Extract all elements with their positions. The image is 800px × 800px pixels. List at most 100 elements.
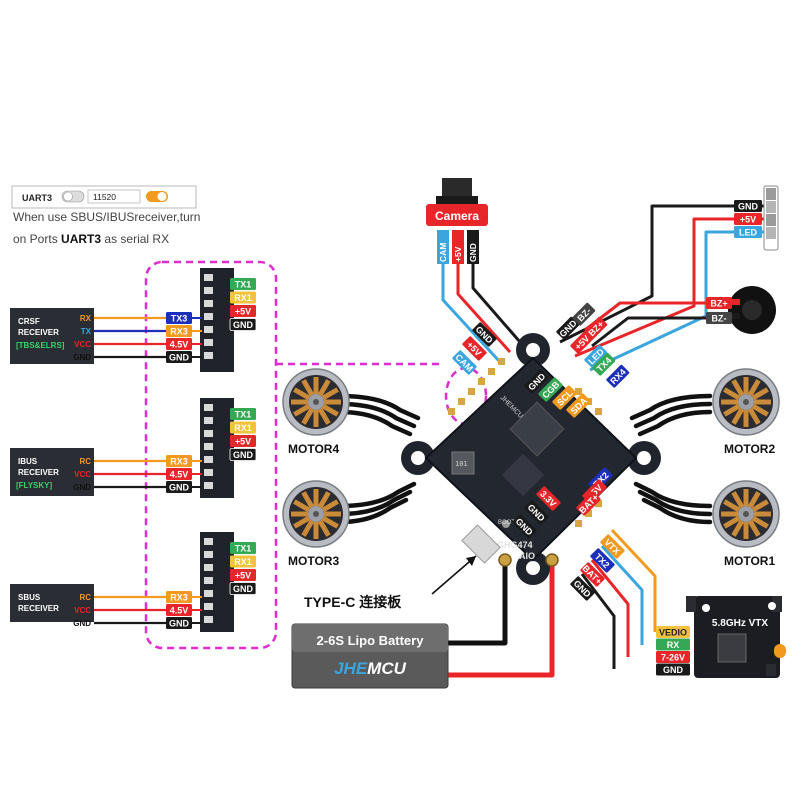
svg-text:VEDIO: VEDIO	[659, 628, 687, 638]
svg-text:+5V: +5V	[235, 307, 251, 317]
svg-text:GND: GND	[169, 353, 190, 363]
battery-wires	[448, 560, 555, 678]
connector-pad-rx1: RX1	[230, 421, 256, 434]
ibus-pad-gnd: GND	[166, 481, 192, 493]
uart-port-label: UART3	[22, 193, 52, 203]
buzzer-pin-minus: BZ-	[706, 312, 732, 324]
led-pin-gnd: GND	[734, 200, 762, 212]
ibus-pin-rc: RC	[79, 457, 91, 466]
svg-text:CAM: CAM	[438, 243, 448, 262]
ibus-title: IBUS	[18, 457, 38, 466]
motor2	[712, 368, 780, 436]
motor3	[282, 480, 350, 548]
crsf-pad-tx3: TX3	[166, 312, 192, 324]
lipo-battery: 2-6S Lipo Battery JHEMCU	[291, 623, 449, 689]
connector-pad-gnd: GND	[229, 448, 257, 461]
sbus-pin-gnd: GND	[73, 619, 91, 628]
vtx-title: 5.8GHz VTX	[712, 618, 768, 629]
uart-note-line2: on Ports UART3 as serial RX	[13, 232, 169, 246]
board-rx4: RX4	[606, 364, 630, 388]
connector-pad-plus5v: +5V	[230, 435, 256, 447]
crsf-pad-rx3: RX3	[166, 325, 192, 337]
led-strip	[763, 185, 779, 251]
svg-text:GND: GND	[738, 202, 759, 212]
vtx-pin-726v: 7-26V	[656, 651, 690, 663]
connector-pad-tx1: TX1	[230, 278, 256, 290]
ibus-pad-45v: 4.5V	[166, 468, 192, 480]
svg-text:BZ+: BZ+	[710, 299, 727, 309]
baud-rate-value: 11520	[93, 192, 116, 202]
connector-pad-gnd: GND	[229, 582, 257, 595]
vtx-pin-vedio: VEDIO	[656, 626, 690, 638]
uart3-settings-panel: UART3 11520 When use SBUS/IBUSreceiver,t…	[11, 185, 200, 246]
led-pin-plus5v: +5V	[734, 213, 762, 225]
svg-text:GND: GND	[233, 584, 254, 594]
battery-brand: JHEMCU	[334, 659, 407, 678]
sbus-pin-vcc: VCC	[74, 606, 91, 615]
battery-title: 2-6S Lipo Battery	[317, 633, 425, 648]
svg-text:+5V: +5V	[235, 437, 251, 447]
motor4	[282, 368, 350, 436]
ibus-protocol: [FLYSKY]	[16, 481, 52, 490]
uart-note-line1: When use SBUS/IBUSreceiver,turn	[13, 210, 200, 224]
connector-pad-rx1: RX1	[230, 555, 256, 568]
camera-module: Camera	[426, 178, 488, 226]
uart3-toggle-off[interactable]	[61, 190, 85, 203]
svg-text:4.5V: 4.5V	[170, 340, 189, 350]
svg-text:RX3: RX3	[170, 593, 188, 603]
crsf-pin-rx: RX	[80, 314, 92, 323]
svg-text:RX3: RX3	[170, 457, 188, 467]
crsf-pin-tx: TX	[81, 327, 92, 336]
connector-pad-plus5v: +5V	[230, 569, 256, 581]
motors-group	[282, 368, 780, 548]
svg-text:TX1: TX1	[235, 280, 252, 290]
crsf-pin-gnd: GND	[73, 353, 91, 362]
connector-pad-rx1: RX1	[230, 291, 256, 304]
svg-text:+5V: +5V	[740, 215, 756, 225]
svg-text:GND: GND	[663, 665, 684, 675]
buzzer-pin-plus: BZ+	[706, 297, 732, 309]
board-model: GHG474	[497, 540, 533, 550]
crsf-pin-vcc: VCC	[74, 340, 91, 349]
svg-text:GND: GND	[233, 320, 254, 330]
sbus-title: SBUS	[18, 593, 41, 602]
camera-label: Camera	[435, 209, 479, 223]
motor1-label: MOTOR1	[724, 554, 775, 568]
boot-label: BOOT	[498, 520, 515, 526]
connector-pad-plus5v: +5V	[230, 305, 256, 317]
board-model-line2: AIO	[519, 551, 535, 561]
svg-text:RX1: RX1	[234, 293, 252, 303]
serial-rx-toggle-on[interactable]	[146, 191, 168, 202]
svg-text:TX1: TX1	[235, 544, 252, 554]
svg-text:GND: GND	[169, 619, 190, 629]
ibus-pin-vcc: VCC	[74, 470, 91, 479]
sbus-pad-rx3: RX3	[166, 591, 192, 603]
svg-text:GND: GND	[468, 243, 478, 262]
usb-c-connector	[461, 524, 501, 564]
svg-text:RX1: RX1	[234, 557, 252, 567]
svg-text:+5V: +5V	[235, 571, 251, 581]
svg-text:GND: GND	[233, 450, 254, 460]
connector-pad-tx1: TX1	[230, 542, 256, 554]
baud-rate-field[interactable]: 11520	[87, 189, 141, 204]
connector-pad-gnd: GND	[229, 318, 257, 331]
buzzer	[726, 286, 776, 334]
svg-text:RX: RX	[667, 640, 680, 650]
motor2-label: MOTOR2	[724, 442, 775, 456]
vtx-module: 5.8GHz VTX	[686, 596, 786, 678]
svg-text:GND: GND	[169, 483, 190, 493]
crsf-protocol: [TBS&ELRS]	[16, 341, 65, 350]
svg-text:RX1: RX1	[234, 423, 252, 433]
motor3-label: MOTOR3	[288, 554, 339, 568]
connector-pad-tx1: TX1	[230, 408, 256, 420]
svg-text:4.5V: 4.5V	[170, 470, 189, 480]
motor1	[712, 480, 780, 548]
